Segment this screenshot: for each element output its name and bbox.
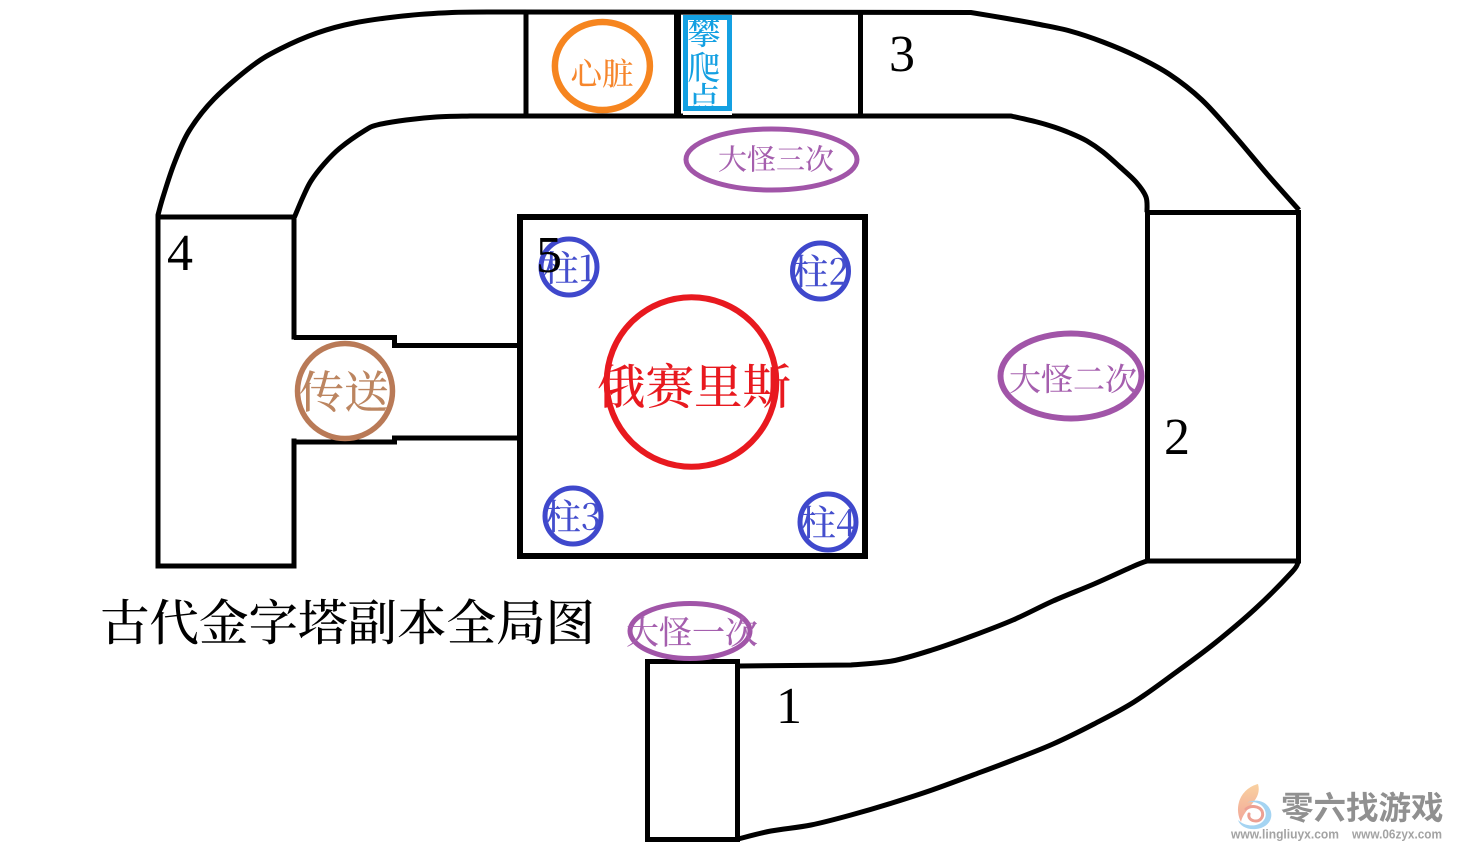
svg-text:2: 2 bbox=[1164, 409, 1190, 466]
svg-text:4: 4 bbox=[167, 225, 193, 282]
svg-text:3: 3 bbox=[889, 26, 915, 83]
svg-text:www.06zyx.com: www.06zyx.com bbox=[1351, 827, 1442, 842]
svg-text:www.lingliuyx.com: www.lingliuyx.com bbox=[1230, 827, 1339, 842]
svg-text:5: 5 bbox=[536, 227, 562, 284]
svg-text:1: 1 bbox=[776, 678, 802, 735]
